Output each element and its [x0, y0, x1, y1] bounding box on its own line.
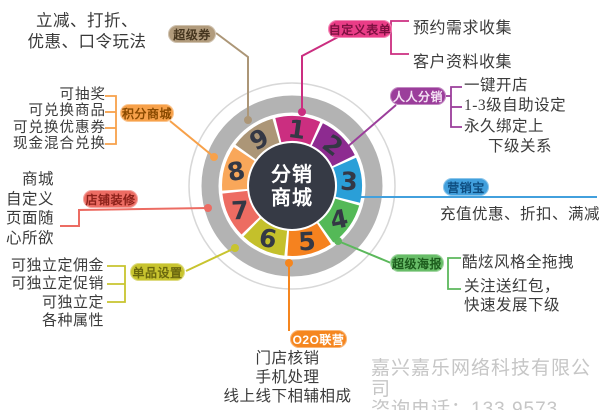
segment-number-4: 4 [328, 203, 351, 235]
connector-custom-form [301, 36, 339, 112]
note-o2o: 门店核销 手机处理 线上线下相辅相成 [215, 349, 360, 406]
wheel-segment-1 [275, 115, 321, 145]
segment-number-1: 1 [286, 114, 307, 145]
note-super-coupon: 立减、打折、 优惠、口令玩法 [14, 10, 160, 52]
note-line: 可独立定促销 [10, 276, 104, 293]
wheel-segments [222, 115, 362, 256]
badge-distribution: 人人分销 [390, 87, 446, 105]
wheel-segment-8 [222, 147, 255, 191]
dot-shop-decor [204, 204, 212, 212]
connector-points-mall [169, 120, 215, 158]
connector-super-poster [337, 240, 392, 264]
dot-super-coupon [244, 116, 252, 124]
center-title-line1: 分销 [271, 162, 313, 186]
badge-item-settings: 单品设置 [130, 263, 185, 281]
note-super-poster-2: 关注送红包， 快速发展下级 [464, 278, 560, 315]
wheel-segment-9 [235, 118, 280, 160]
note-line: 1-3级自助设定 [464, 97, 567, 115]
badge-super-coupon: 超级券 [168, 25, 216, 43]
note-shop-decor: 商城 自定义 页面随 心所欲 [6, 170, 54, 248]
note-item-settings: 可独立定佣金 可独立定促销 可独立定 各种属性 [0, 257, 104, 331]
note-line: 一键开店 [464, 77, 529, 94]
center-circle [249, 143, 335, 229]
note-line: 可独立定 [41, 294, 104, 311]
badge-shop-decor: 店铺装修 [83, 190, 138, 208]
bracket-super-poster [447, 257, 461, 290]
footer-phone: 咨询电话：133 9573 1155 [371, 399, 559, 410]
badge-custom-form: 自定义表单 [328, 20, 392, 38]
segment-number-8: 8 [225, 155, 248, 187]
note-line: 可抽奖 [59, 87, 106, 103]
bracket-custom-form [390, 20, 409, 55]
center-title-line2: 商城 [271, 186, 313, 210]
segment-number-7: 7 [231, 196, 250, 226]
badge-super-poster: 超级海报 [390, 254, 444, 272]
badge-o2o: O2O联营 [290, 330, 347, 348]
wheel-segment-5 [287, 223, 331, 256]
note-line: 优惠、口令玩法 [27, 32, 147, 51]
dot-points-mall [210, 153, 218, 161]
note-line: 可兑换优惠券 [13, 119, 106, 136]
center-title: 分销 商城 [271, 162, 313, 210]
note-line: 线上线下相辅相成 [223, 388, 352, 405]
note-points-mall: 可抽奖 可兑换商品 可兑换优惠券 现金混合兑换 [0, 87, 106, 153]
note-line: 充值优惠、折扣、满减 [440, 206, 600, 223]
note-line: 商城 [22, 171, 55, 188]
note-line: 手机处理 [255, 369, 320, 386]
note-marketing: 充值优惠、折扣、满减 [440, 202, 600, 224]
note-line: 立减、打折、 [36, 11, 138, 30]
connector-item-settings [185, 247, 236, 272]
segment-number-3: 3 [340, 167, 359, 197]
badge-points-mall: 积分商城 [120, 104, 174, 122]
note-distribution: 一键开店 1-3级自助设定 永久绑定上 下级关系 [464, 76, 566, 157]
note-line: 关注送红包， [464, 278, 561, 295]
connector-distribution [345, 104, 397, 149]
thin-outer-ring [188, 82, 396, 290]
wheel-segment-2 [311, 123, 355, 167]
wheel-segment-3 [333, 157, 362, 203]
note-custom-form: 预约需求收集 客户资料收集 [413, 12, 512, 80]
wheel-segment-7 [222, 190, 260, 235]
wheel-segment-4 [318, 198, 360, 243]
bracket-points-mall [105, 95, 117, 145]
footer-company-info: 嘉兴嘉乐网络科技有限公司 咨询电话：133 9573 1155 [371, 358, 600, 410]
note-line: 酷炫风格全拖拽 [462, 254, 575, 271]
note-line: 自定义 [6, 190, 55, 208]
dot-custom-form [298, 108, 306, 116]
note-line: 心所欲 [6, 229, 55, 247]
note-line: 页面随 [6, 210, 55, 227]
note-line: 现金混合兑换 [13, 136, 106, 153]
note-line: 各种属性 [41, 313, 104, 330]
note-line: 永久绑定上 [464, 117, 545, 135]
note-line: 可兑换商品 [28, 103, 106, 120]
connector-lines [60, 20, 597, 331]
note-line: 客户资料收集 [413, 54, 513, 71]
segment-number-6: 6 [257, 223, 279, 255]
note-line: 可独立定佣金 [10, 258, 104, 274]
connector-super-coupon [215, 32, 249, 120]
segment-number-5: 5 [298, 227, 317, 257]
thick-gray-ring [201, 95, 383, 277]
note-line: 预约需求收集 [413, 20, 513, 37]
badge-marketing: 营销宝 [443, 178, 489, 196]
wheel-segment-numbers: 1 2 3 4 5 6 7 8 9 [225, 114, 359, 257]
wheel-segment-6 [243, 218, 288, 256]
dot-item-settings [231, 244, 239, 252]
note-super-poster-1: 酷炫风格全拖拽 [462, 250, 574, 272]
dot-o2o [285, 259, 293, 267]
note-line: 快速发展下级 [464, 296, 561, 314]
note-line: 门店核销 [255, 350, 320, 367]
footer-company-name: 嘉兴嘉乐网络科技有限公司 [371, 358, 592, 400]
connector-shop-decor [60, 207, 209, 227]
note-line: 下级关系 [488, 137, 553, 155]
